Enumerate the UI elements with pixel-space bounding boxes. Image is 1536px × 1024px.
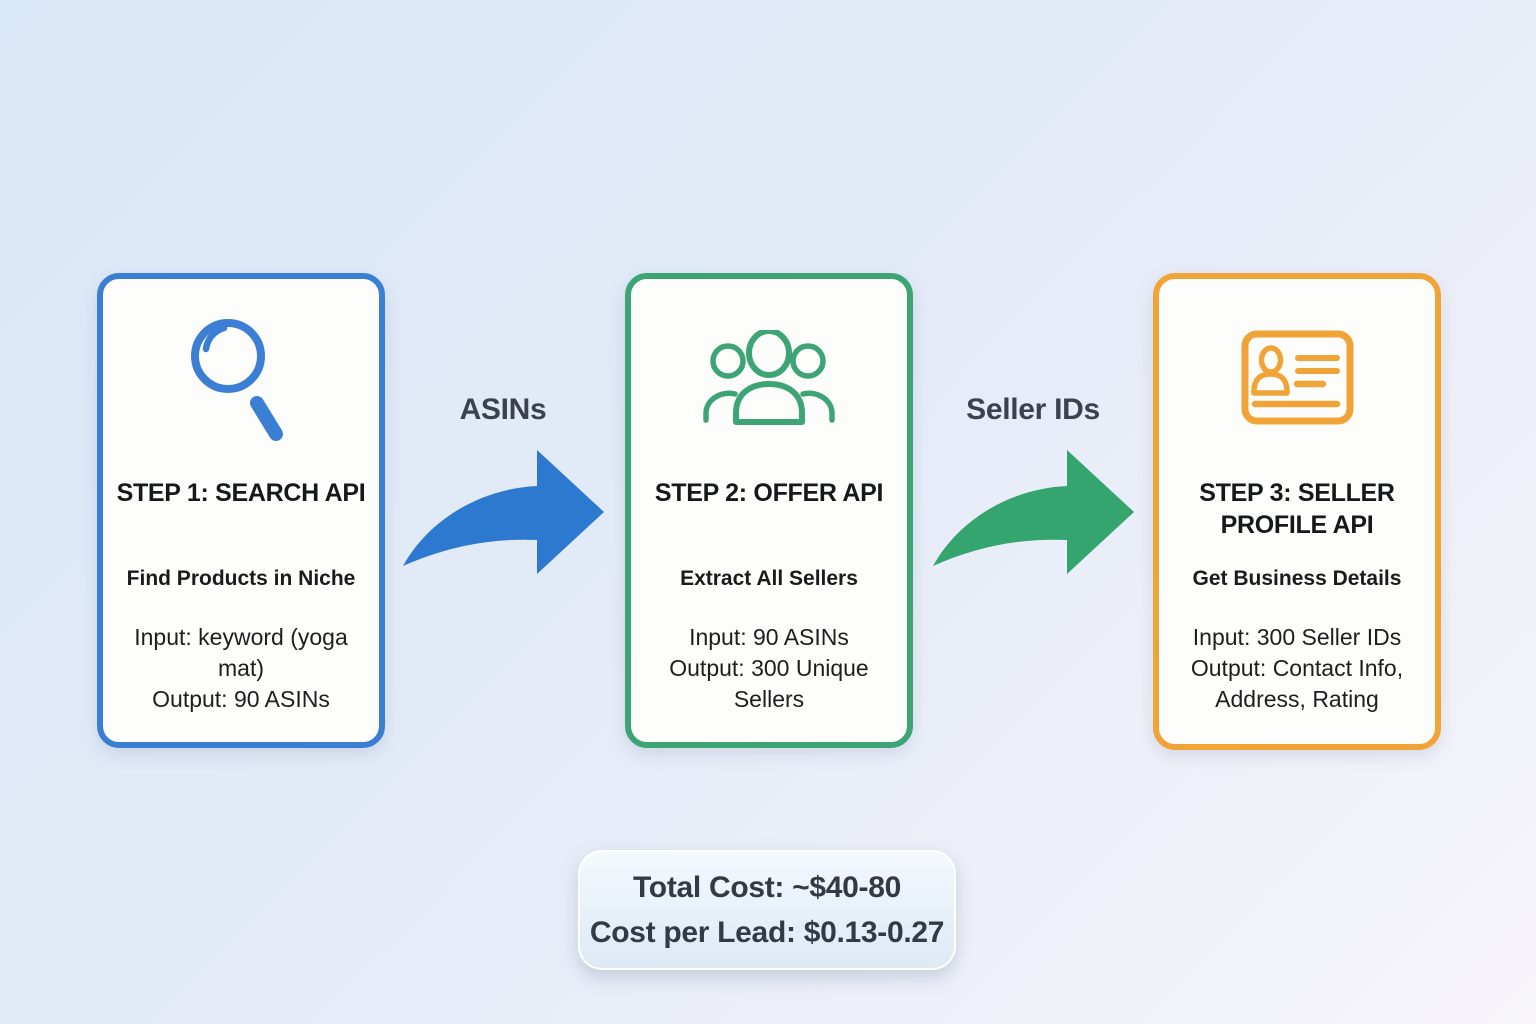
arrow-label-asins: ASINs bbox=[459, 393, 547, 426]
step-title: STEP 3: SELLER PROFILE API bbox=[1199, 479, 1395, 539]
search-icon bbox=[191, 313, 291, 443]
step-io-text: Input: keyword (yoga mat) Output: 90 ASI… bbox=[116, 622, 366, 715]
step-subtitle: Find Products in Niche bbox=[126, 567, 356, 590]
step-output-line: Output: 300 Unique Sellers bbox=[669, 655, 869, 712]
step-input-line: Input: 300 Seller IDs bbox=[1192, 624, 1402, 650]
step-io-text: Input: 90 ASINs Output: 300 Unique Selle… bbox=[644, 622, 894, 715]
step-card-search-api: STEP 1: SEARCH API Find Products in Nich… bbox=[97, 273, 385, 748]
step-title: STEP 1: SEARCH API bbox=[116, 479, 366, 507]
flow-arrow-icon bbox=[930, 449, 1136, 585]
cost-summary-box: Total Cost: ~$40-80 Cost per Lead: $0.13… bbox=[578, 850, 956, 970]
step-card-offer-api: STEP 2: OFFER API Extract All Sellers In… bbox=[625, 273, 913, 748]
arrow-label-seller-ids: Seller IDs bbox=[966, 393, 1100, 426]
step-io-text: Input: 300 Seller IDs Output: Contact In… bbox=[1172, 622, 1422, 715]
users-icon bbox=[702, 313, 837, 443]
step-title: STEP 2: OFFER API bbox=[654, 479, 884, 507]
step-output-line: Output: 90 ASINs bbox=[152, 686, 330, 712]
step-output-line: Output: Contact Info, Address, Rating bbox=[1190, 655, 1404, 712]
cost-per-lead-text: Cost per Lead: $0.13-0.27 bbox=[589, 916, 945, 949]
id-card-icon bbox=[1241, 313, 1354, 443]
step-subtitle: Get Business Details bbox=[1192, 567, 1402, 590]
step-card-seller-profile-api: STEP 3: SELLER PROFILE API Get Business … bbox=[1153, 273, 1441, 750]
step-input-line: Input: keyword (yoga mat) bbox=[134, 624, 348, 681]
total-cost-text: Total Cost: ~$40-80 bbox=[633, 871, 901, 904]
step-input-line: Input: 90 ASINs bbox=[689, 624, 849, 650]
flow-arrow-icon bbox=[400, 449, 606, 585]
step-subtitle: Extract All Sellers bbox=[680, 567, 858, 590]
